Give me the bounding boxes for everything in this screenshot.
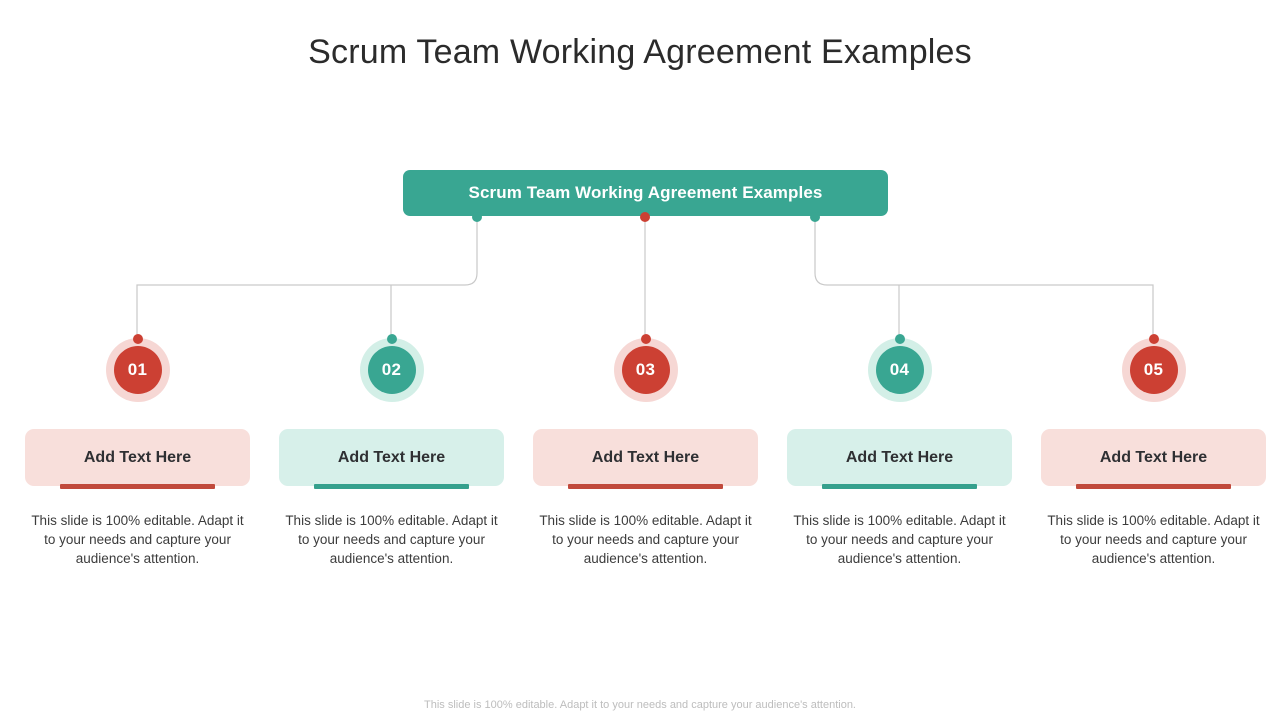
text-card-4[interactable]: Add Text Here xyxy=(787,429,1012,489)
branch-column-2[interactable]: 02 Add Text Here This slide is 100% edit… xyxy=(279,334,504,566)
node-pin-3 xyxy=(640,334,651,344)
card-label-1: Add Text Here xyxy=(83,448,192,466)
card-label-4: Add Text Here xyxy=(845,448,954,466)
node-circle-2[interactable]: 02 xyxy=(359,334,424,402)
root-node[interactable]: Scrum Team Working Agreement Examples xyxy=(403,170,888,216)
card-body-2: This slide is 100% editable. Adapt it to… xyxy=(285,513,498,566)
card-label-2: Add Text Here xyxy=(337,448,446,466)
node-circle-3[interactable]: 03 xyxy=(613,334,678,402)
card-underline-2 xyxy=(314,484,469,489)
slide-footer-note: This slide is 100% editable. Adapt it to… xyxy=(424,699,856,711)
node-number-3: 03 xyxy=(635,360,656,379)
card-underline-1 xyxy=(60,484,215,489)
node-disk-4: 04 xyxy=(875,346,924,394)
node-circle-1[interactable]: 01 xyxy=(105,334,170,402)
node-pin-4 xyxy=(894,334,905,344)
text-card-2[interactable]: Add Text Here xyxy=(279,429,504,489)
branch-column-5[interactable]: 05 Add Text Here This slide is 100% edit… xyxy=(1041,334,1266,566)
node-pin-5 xyxy=(1148,334,1159,344)
node-circle-4[interactable]: 04 xyxy=(867,334,932,402)
text-card-5[interactable]: Add Text Here xyxy=(1041,429,1266,489)
branch-column-4[interactable]: 04 Add Text Here This slide is 100% edit… xyxy=(787,334,1012,566)
card-body-1: This slide is 100% editable. Adapt it to… xyxy=(31,513,244,566)
card-underline-5 xyxy=(1076,484,1231,489)
card-body-3: This slide is 100% editable. Adapt it to… xyxy=(539,513,752,566)
node-disk-1: 01 xyxy=(113,346,162,394)
card-body-5: This slide is 100% editable. Adapt it to… xyxy=(1047,513,1260,566)
node-disk-3: 03 xyxy=(621,346,670,394)
node-pin-2 xyxy=(386,334,397,344)
text-card-3[interactable]: Add Text Here xyxy=(533,429,758,489)
node-number-4: 04 xyxy=(889,360,910,379)
card-underline-4 xyxy=(822,484,977,489)
node-pin-1 xyxy=(132,334,143,344)
node-number-1: 01 xyxy=(127,360,148,379)
card-label-3: Add Text Here xyxy=(591,448,700,466)
node-disk-2: 02 xyxy=(367,346,416,394)
branch-column-1[interactable]: 01 Add Text Here This slide is 100% edit… xyxy=(25,334,250,566)
page-title: Scrum Team Working Agreement Examples xyxy=(308,33,972,71)
node-number-2: 02 xyxy=(381,360,402,379)
node-disk-5: 05 xyxy=(1129,346,1178,394)
node-circle-5[interactable]: 05 xyxy=(1121,334,1186,402)
branch-column-3[interactable]: 03 Add Text Here This slide is 100% edit… xyxy=(533,334,758,566)
root-node-label: Scrum Team Working Agreement Examples xyxy=(468,183,823,202)
node-number-5: 05 xyxy=(1143,360,1164,379)
text-card-1[interactable]: Add Text Here xyxy=(25,429,250,489)
card-underline-3 xyxy=(568,484,723,489)
card-label-5: Add Text Here xyxy=(1099,448,1208,466)
card-body-4: This slide is 100% editable. Adapt it to… xyxy=(793,513,1006,566)
